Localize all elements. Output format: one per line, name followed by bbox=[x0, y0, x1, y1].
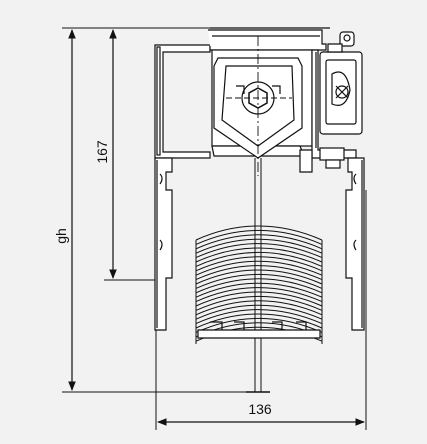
slat bbox=[195, 287, 323, 303]
slat bbox=[195, 291, 323, 307]
motor-drive-icon bbox=[299, 31, 363, 173]
dimension-167: 167 bbox=[94, 29, 165, 281]
slat bbox=[195, 225, 323, 241]
slat bbox=[195, 273, 323, 289]
bottom-rail bbox=[197, 321, 321, 339]
drive-tape bbox=[246, 158, 270, 393]
slat bbox=[195, 229, 323, 245]
roller-drum bbox=[213, 36, 303, 176]
dimension-label-136: 136 bbox=[248, 401, 272, 417]
slat bbox=[195, 309, 323, 325]
slat bbox=[195, 282, 323, 298]
slat bbox=[195, 256, 323, 272]
dimension-label-167: 167 bbox=[94, 140, 110, 164]
slat bbox=[195, 243, 323, 259]
dimension-136: 136 bbox=[155, 190, 367, 430]
slat bbox=[195, 234, 323, 250]
guide-rail-right bbox=[345, 157, 365, 331]
slat bbox=[195, 265, 323, 281]
slat-stack bbox=[195, 225, 323, 344]
dimension-label-gh: gh bbox=[53, 228, 69, 244]
slat bbox=[195, 251, 323, 267]
slat bbox=[195, 300, 323, 316]
slat bbox=[195, 269, 323, 285]
slat bbox=[195, 238, 323, 254]
slat bbox=[195, 317, 323, 333]
slat bbox=[195, 247, 323, 263]
slat bbox=[195, 313, 323, 329]
slat bbox=[195, 295, 323, 311]
slat bbox=[195, 278, 323, 294]
slat bbox=[195, 260, 323, 276]
guide-rail-left bbox=[154, 157, 173, 331]
slat bbox=[195, 304, 323, 320]
